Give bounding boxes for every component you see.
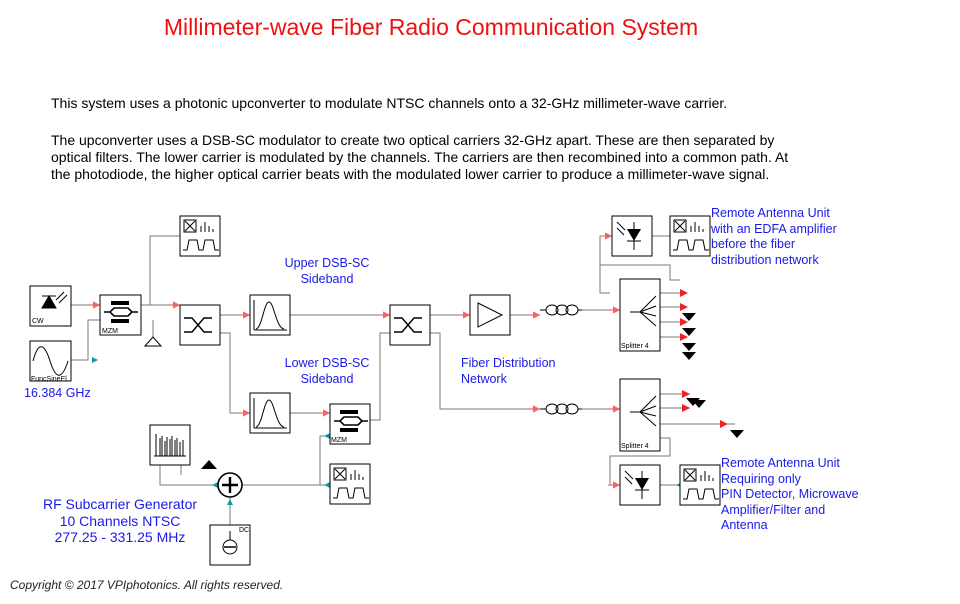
spectrum-analyzer-3[interactable] bbox=[669, 215, 711, 257]
label-line: Remote Antenna Unit bbox=[721, 456, 840, 470]
output-arrows bbox=[680, 289, 728, 428]
upper-sideband-label: Upper DSB-SC Sideband bbox=[272, 256, 382, 287]
label-line: Antenna bbox=[721, 518, 768, 532]
rf-subcarrier-generator-block[interactable] bbox=[149, 424, 191, 466]
label-line: Upper DSB-SC bbox=[284, 256, 370, 270]
description-paragraph-1: This system uses a photonic upconverter … bbox=[51, 95, 728, 111]
label-line: Fiber Distribution bbox=[461, 356, 556, 370]
mzm-block-1[interactable]: MZM bbox=[99, 294, 142, 336]
sine-source-block[interactable]: FuncSineEl bbox=[29, 340, 72, 383]
optical-filter-2[interactable] bbox=[389, 304, 431, 346]
label-line: Sideband bbox=[300, 371, 354, 386]
fiber-network-label: Fiber Distribution Network bbox=[461, 356, 555, 387]
electrical-combiner[interactable] bbox=[217, 472, 243, 498]
optical-amplifier[interactable] bbox=[469, 294, 511, 336]
spectrum-analyzer-1[interactable] bbox=[179, 215, 221, 257]
label-line: with an EDFA amplifier bbox=[711, 221, 837, 236]
signal-arrows bbox=[88, 232, 621, 489]
frequency-label: 16.384 GHz bbox=[24, 386, 91, 400]
label-line: Amplifier/Filter and bbox=[721, 502, 826, 517]
label-line: Sideband bbox=[300, 271, 354, 286]
description-paragraph-2: The upconverter uses a DSB-SC modulator … bbox=[51, 132, 788, 183]
splitter-1[interactable]: Splitter 4 bbox=[619, 278, 661, 352]
bandpass-filter-lower[interactable] bbox=[249, 392, 291, 434]
cw-caption: CW bbox=[32, 318, 44, 325]
spectrum-analyzer-4[interactable] bbox=[679, 464, 721, 506]
photodiode-bottom[interactable] bbox=[619, 464, 661, 506]
label-line: Network bbox=[461, 371, 507, 386]
page-title: Millimeter-wave Fiber Radio Communicatio… bbox=[163, 14, 699, 40]
label-line: Lower DSB-SC bbox=[284, 356, 370, 370]
label-line: Remote Antenna Unit bbox=[711, 206, 830, 220]
splitter2-caption: Splitter 4 bbox=[621, 443, 649, 450]
dc-source-block[interactable]: DC bbox=[209, 524, 251, 566]
bandpass-filter-upper[interactable] bbox=[249, 294, 291, 336]
splitter-2[interactable]: Splitter 4 bbox=[619, 378, 661, 452]
mzm2-caption: MZM bbox=[331, 437, 347, 444]
dc-caption: DC bbox=[239, 527, 249, 534]
cw-laser-block[interactable]: CW bbox=[29, 285, 72, 327]
terminations bbox=[143, 313, 744, 469]
rau-pin-label: Remote Antenna Unit Requiring only PIN D… bbox=[721, 456, 859, 534]
label-line: Requiring only bbox=[721, 471, 801, 486]
spectrum-analyzer-2[interactable] bbox=[329, 463, 371, 505]
label-line: distribution network bbox=[711, 252, 819, 267]
splitter1-caption: Splitter 4 bbox=[621, 343, 649, 350]
rau-edfa-label: Remote Antenna Unit with an EDFA amplifi… bbox=[711, 206, 837, 268]
copyright-notice: Copyright © 2017 VPIphotonics. All right… bbox=[10, 578, 284, 592]
fiber-spool-lower[interactable] bbox=[540, 403, 582, 415]
lower-sideband-label: Lower DSB-SC Sideband bbox=[272, 356, 382, 387]
label-line: before the fiber bbox=[711, 237, 796, 251]
label-line: PIN Detector, Microwave bbox=[721, 487, 859, 501]
label-line: 277.25 - 331.25 MHz bbox=[54, 529, 186, 545]
label-line: RF Subcarrier Generator bbox=[42, 496, 198, 512]
optical-filter-1[interactable] bbox=[179, 304, 221, 346]
description-line: optical filters. The lower carrier is mo… bbox=[51, 149, 789, 165]
photodiode-top[interactable] bbox=[611, 215, 653, 257]
label-line: 10 Channels NTSC bbox=[59, 512, 181, 529]
mzm-block-2[interactable]: MZM bbox=[329, 403, 371, 445]
mzm1-caption: MZM bbox=[102, 328, 118, 335]
rf-generator-label: RF Subcarrier Generator 10 Channels NTSC… bbox=[20, 496, 220, 546]
description-line: the photodiode, the higher optical carri… bbox=[51, 166, 770, 182]
fiber-spool-upper[interactable] bbox=[540, 304, 582, 316]
func-caption: FuncSineEl bbox=[31, 376, 67, 383]
description-line: The upconverter uses a DSB-SC modulator … bbox=[51, 132, 775, 148]
